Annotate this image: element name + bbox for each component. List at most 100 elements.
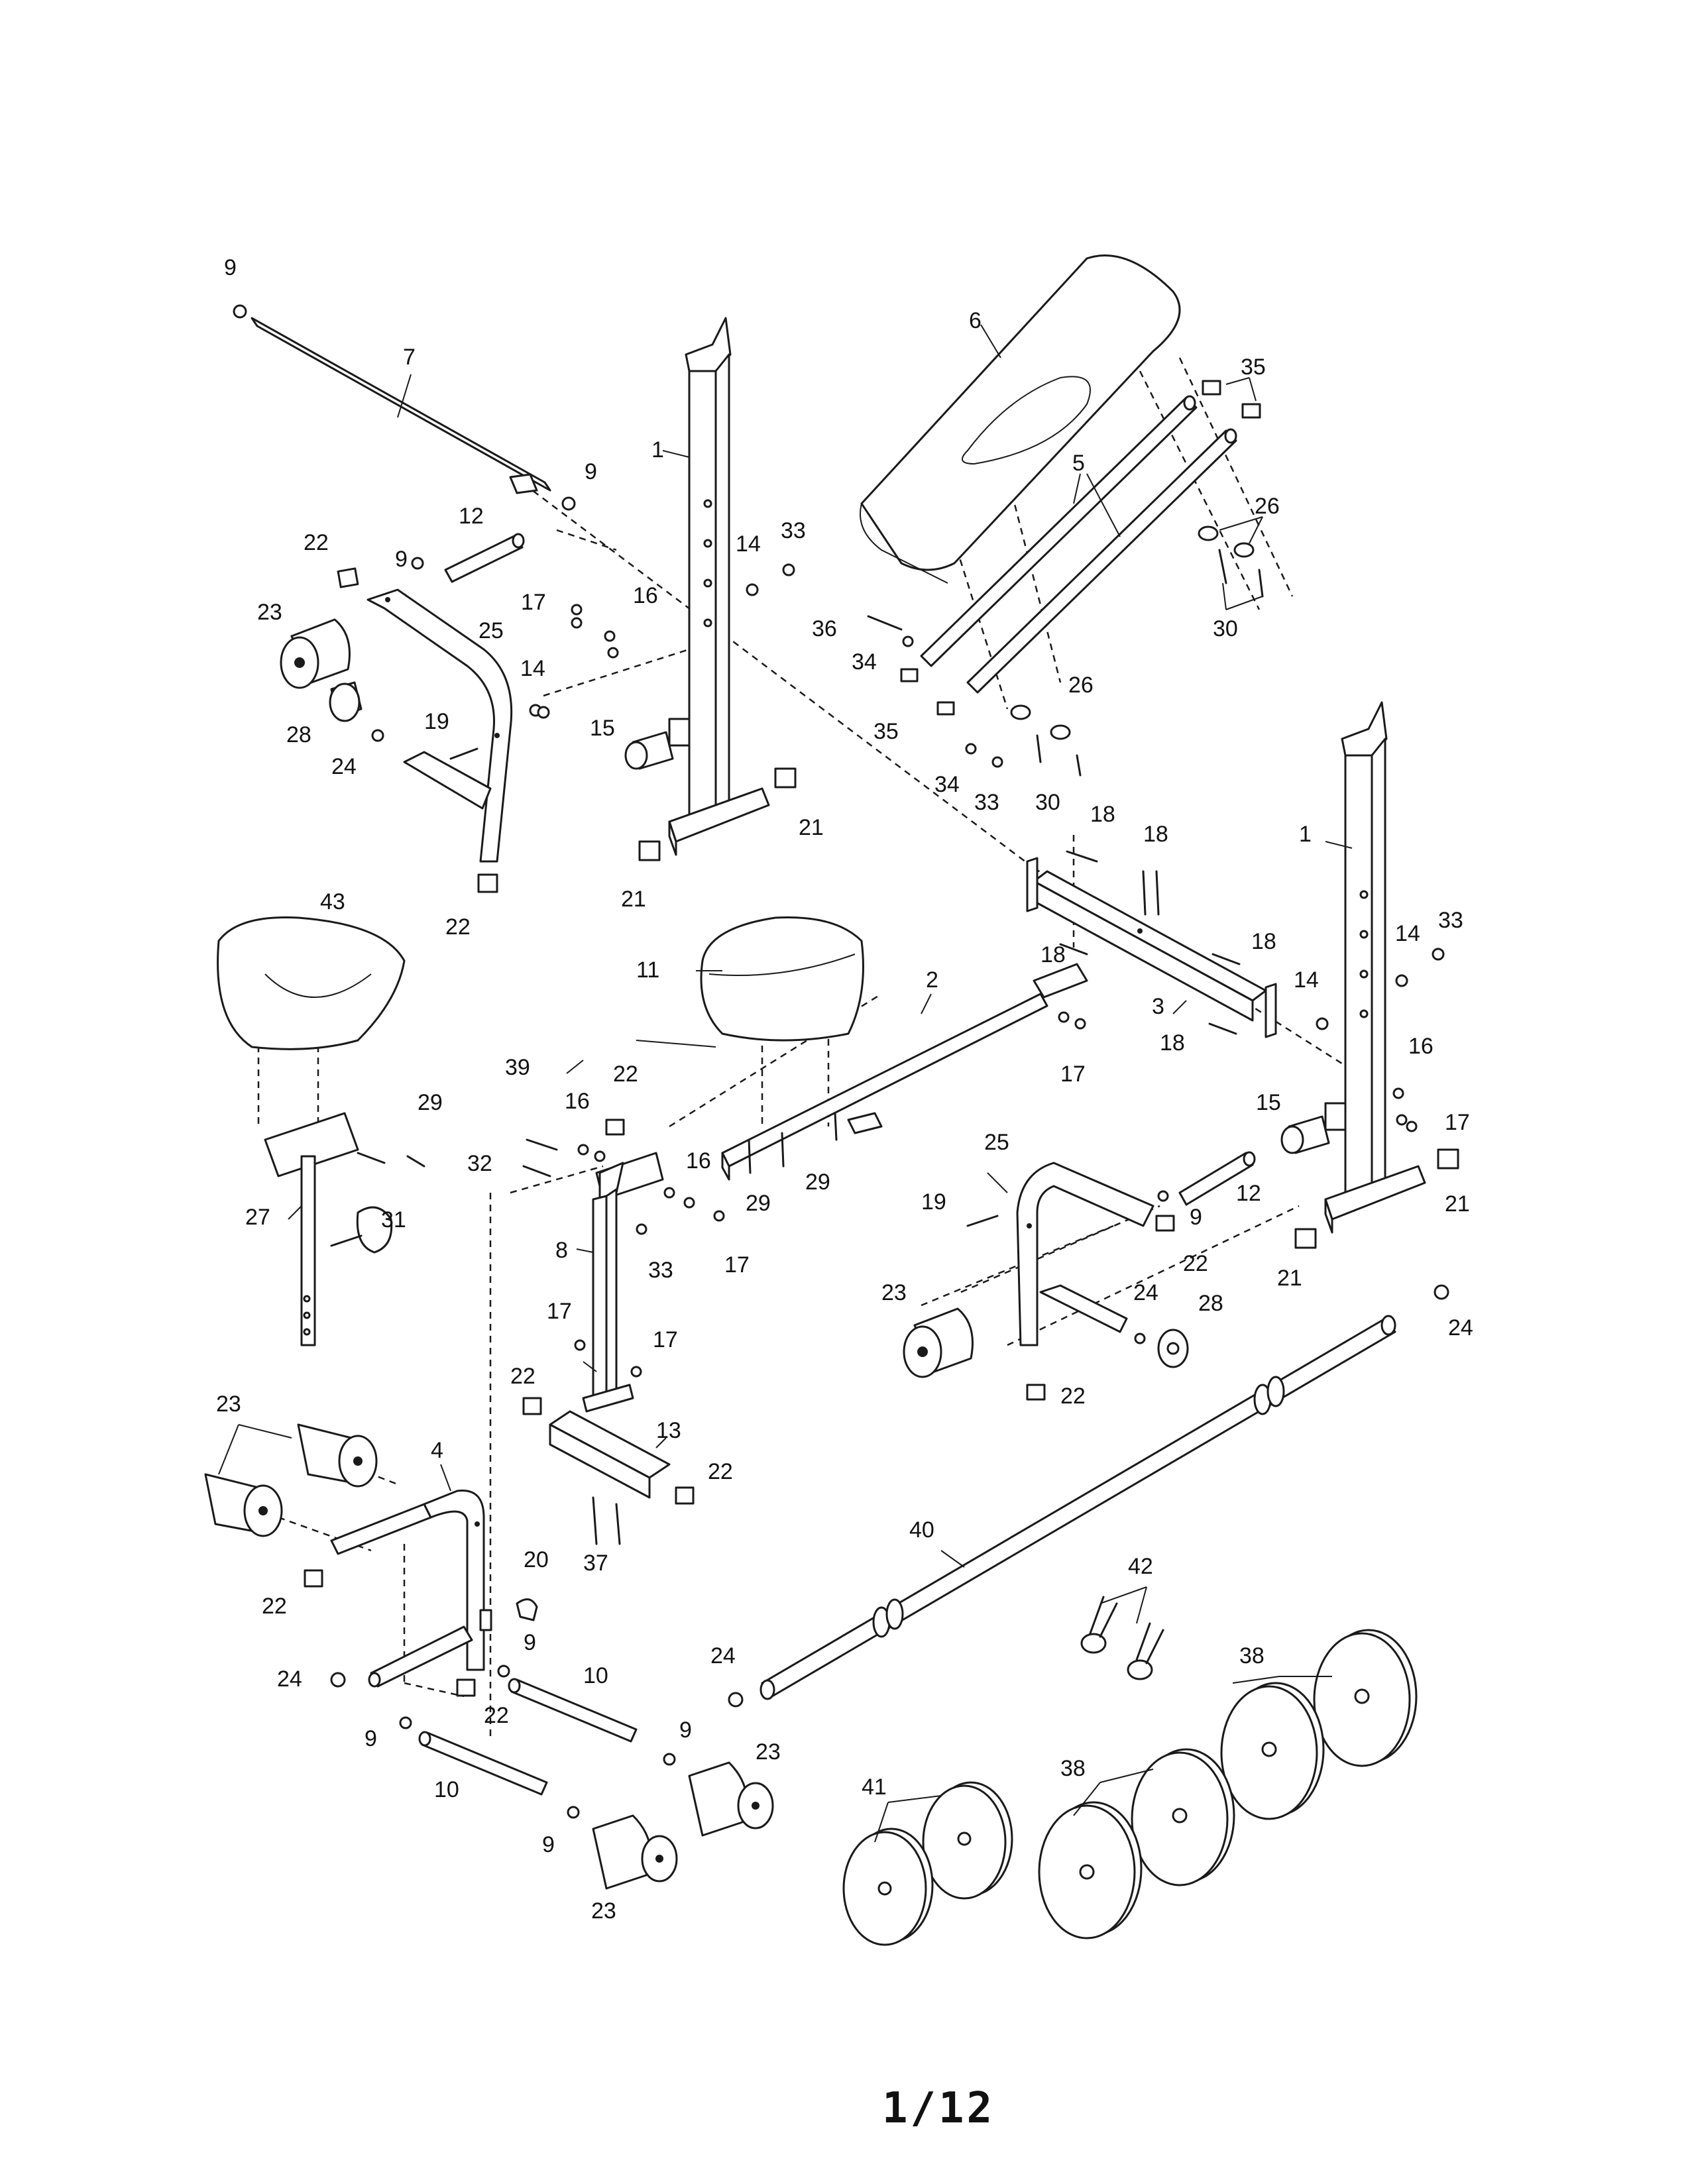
part-4-leg-frame xyxy=(330,1490,492,1688)
label-10: 10 xyxy=(434,1777,459,1802)
label-24: 24 xyxy=(277,1666,302,1692)
label-25: 25 xyxy=(478,618,504,643)
part-12-tube-left xyxy=(444,533,525,583)
label-24: 24 xyxy=(1448,1315,1473,1340)
label-23: 23 xyxy=(257,600,282,625)
hardware-right-arm xyxy=(966,1190,1175,1401)
label-23: 23 xyxy=(881,1280,907,1305)
label-16: 16 xyxy=(686,1148,711,1174)
label-17: 17 xyxy=(1060,1062,1086,1087)
label-38: 38 xyxy=(1239,1643,1265,1668)
leader-lines xyxy=(218,324,1353,1843)
label-39: 39 xyxy=(505,1055,530,1080)
part-42-clips xyxy=(1080,1596,1164,1680)
label-36: 36 xyxy=(812,616,837,641)
label-41: 41 xyxy=(862,1774,887,1800)
assembly-lines xyxy=(257,357,1379,1736)
label-1: 1 xyxy=(1299,822,1312,847)
label-29: 29 xyxy=(805,1170,830,1195)
label-14: 14 xyxy=(520,656,545,681)
part-1-upright-left xyxy=(668,317,770,856)
part-12-tube-right xyxy=(1178,1151,1256,1206)
label-30: 30 xyxy=(1213,616,1238,641)
label-33: 33 xyxy=(648,1258,673,1283)
label-9: 9 xyxy=(542,1832,555,1857)
label-9: 9 xyxy=(365,1726,377,1751)
part-22-cap-left-a xyxy=(337,567,359,588)
label-43: 43 xyxy=(320,889,345,914)
label-38: 38 xyxy=(1060,1756,1086,1781)
label-22: 22 xyxy=(1060,1384,1086,1409)
label-23: 23 xyxy=(216,1392,241,1417)
label-5: 5 xyxy=(1072,451,1085,476)
part-29-bolts-seat xyxy=(748,1112,838,1174)
hardware-leg xyxy=(304,1569,676,1819)
label-31: 31 xyxy=(381,1207,406,1232)
label-17: 17 xyxy=(521,590,546,615)
label-18: 18 xyxy=(1090,802,1115,827)
label-28: 28 xyxy=(286,722,311,747)
label-24: 24 xyxy=(710,1643,736,1668)
part-22-cap-left-b xyxy=(477,873,498,893)
part-14-16-17-33-hardware-right xyxy=(1316,948,1445,1132)
label-26: 26 xyxy=(1255,494,1280,519)
part-21-caps-right xyxy=(1294,1148,1459,1249)
label-26: 26 xyxy=(1068,673,1094,698)
label-20: 20 xyxy=(524,1547,549,1572)
label-19: 19 xyxy=(921,1189,946,1215)
label-42: 42 xyxy=(1128,1554,1153,1579)
label-13: 13 xyxy=(656,1418,681,1443)
label-15: 15 xyxy=(590,716,615,741)
label-17: 17 xyxy=(1445,1110,1470,1135)
part-38-plates-large-pair-right xyxy=(1220,1629,1418,1820)
label-25: 25 xyxy=(984,1130,1009,1155)
part-2-main-beam xyxy=(721,963,1088,1181)
label-9: 9 xyxy=(585,459,597,484)
part-29-bolts-pad xyxy=(357,1152,425,1168)
label-29: 29 xyxy=(418,1090,443,1115)
part-11-seat xyxy=(700,916,864,1042)
part-23-rollers-leg-upper xyxy=(204,1423,378,1537)
label-33: 33 xyxy=(1438,908,1463,933)
label-22: 22 xyxy=(262,1594,287,1619)
part-25-arm-left xyxy=(366,588,513,863)
label-35: 35 xyxy=(1241,355,1266,380)
label-14: 14 xyxy=(1294,967,1319,993)
part-28-knob-left xyxy=(329,681,363,722)
label-7: 7 xyxy=(403,345,416,370)
label-22: 22 xyxy=(613,1062,638,1087)
part-34-35-36-hardware-mid xyxy=(867,615,1082,777)
part-15-spacer-right xyxy=(1280,1102,1347,1154)
part-1-upright-right xyxy=(1324,701,1426,1234)
label-14: 14 xyxy=(1395,921,1420,946)
label-12: 12 xyxy=(1236,1181,1261,1206)
label-35: 35 xyxy=(873,719,899,744)
label-33: 33 xyxy=(781,518,806,543)
label-22: 22 xyxy=(484,1703,509,1728)
part-27-pad-post xyxy=(264,1112,359,1346)
label-30: 30 xyxy=(1035,790,1060,815)
label-18: 18 xyxy=(1041,942,1066,967)
part-23-roller-right-top xyxy=(903,1307,974,1378)
label-14: 14 xyxy=(736,531,761,557)
part-24-collars-barbell xyxy=(728,1284,1449,1708)
part-3-crossbar xyxy=(1026,857,1277,1038)
label-34: 34 xyxy=(852,649,877,675)
hardware-center xyxy=(522,1138,725,1378)
label-18: 18 xyxy=(1160,1030,1185,1056)
label-8: 8 xyxy=(555,1238,568,1263)
part-17-nuts-center xyxy=(1058,1011,1086,1030)
label-21: 21 xyxy=(1277,1266,1302,1291)
part-21-caps-left xyxy=(638,767,797,861)
part-38-plates-large-pair-left xyxy=(1038,1748,1235,1939)
label-4: 4 xyxy=(431,1438,443,1463)
part-9-nut-upper xyxy=(233,304,576,511)
label-21: 21 xyxy=(799,815,824,840)
label-40: 40 xyxy=(909,1517,934,1543)
label-12: 12 xyxy=(459,504,484,529)
label-24: 24 xyxy=(1133,1280,1158,1305)
part-13-foot-bar xyxy=(549,1410,671,1499)
label-15: 15 xyxy=(1256,1090,1281,1115)
label-22: 22 xyxy=(304,530,329,555)
part-6-backrest xyxy=(860,254,1181,584)
